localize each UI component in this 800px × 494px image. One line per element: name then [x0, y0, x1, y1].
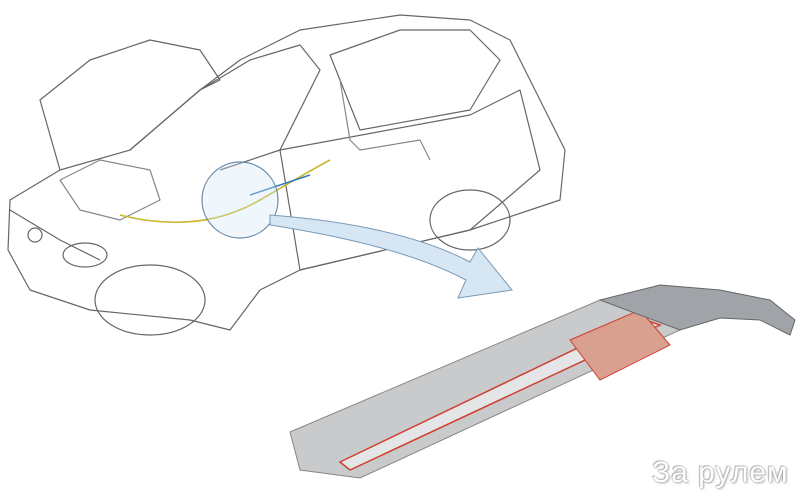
- car-illustration: [7, 14, 566, 336]
- engine: [59, 159, 161, 221]
- front-wheel-arch: [94, 264, 206, 336]
- side-window: [329, 29, 501, 131]
- car-body-outline: [7, 14, 566, 331]
- watermark-logo: За рулем: [652, 456, 789, 489]
- seat: [339, 79, 431, 161]
- grille: [9, 209, 101, 261]
- heater-module: [289, 284, 796, 479]
- magnifier-circle: [201, 161, 279, 239]
- windshield: [199, 44, 321, 171]
- cable-yellow: [119, 159, 331, 224]
- pointer-arrow: [269, 214, 513, 299]
- logo: [27, 227, 43, 243]
- cable-blue: [249, 174, 311, 196]
- rear-wheel-arch: [429, 189, 511, 251]
- headlight: [62, 242, 108, 268]
- door: [279, 89, 541, 271]
